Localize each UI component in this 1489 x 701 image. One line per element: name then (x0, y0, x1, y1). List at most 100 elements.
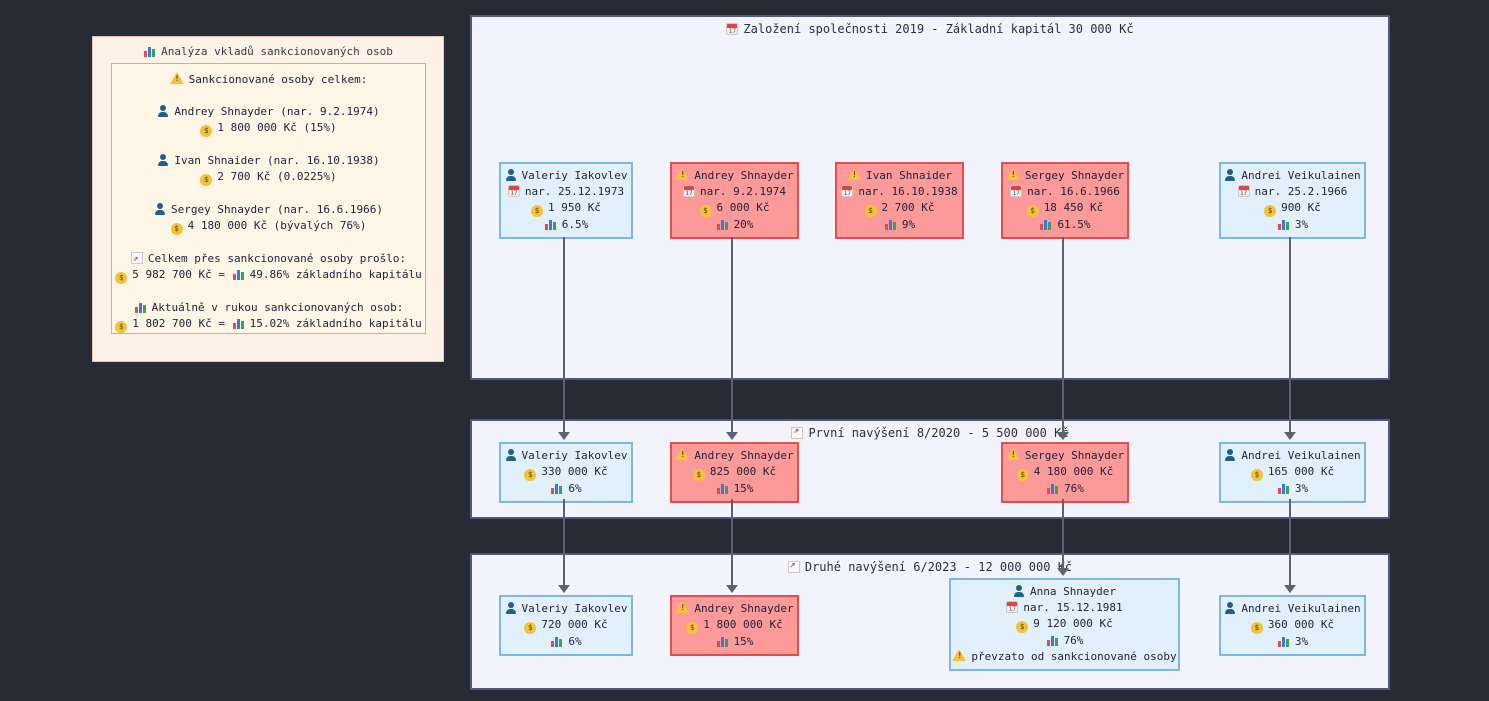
analysis-panel-title: Analýza vkladů sankcionovaných osob (93, 45, 443, 58)
money-bag-icon (524, 622, 537, 634)
shareholder-card-sergey-2: Sergey Shnayder 4 180 000 Kč 76% (1001, 442, 1129, 503)
section-founding-2019: Založení společnosti 2019 - Základní kap… (470, 15, 1390, 380)
amount-line: 1 800 000 Kč (15%) (112, 120, 425, 137)
deposit-amount: 2 700 Kč (881, 201, 935, 214)
money-bag-icon (1264, 205, 1277, 217)
ownership-percent: 3% (1294, 482, 1309, 495)
shareholder-name: Valeriy Iakovlev (521, 449, 628, 462)
money-bag-icon (1250, 469, 1263, 481)
flow-arrow-valeriy-s1-s2 (558, 237, 570, 440)
birth-date: nar. 16.10.1938 (858, 185, 958, 198)
person-line: Ivan Shnaider (nar. 16.10.1938) (112, 153, 425, 169)
shareholder-card-valeriy-1: Valeriy Iakovlev nar. 25.12.1973 1 950 K… (499, 162, 633, 239)
bar-chart-icon (550, 636, 564, 647)
currently-held-label: Aktuálně v rukou sankcionovaných osob: (112, 300, 425, 316)
deposit-amount: 330 000 Kč (541, 465, 608, 478)
shareholder-card-valeriy-2: Valeriy Iakovlev 330 000 Kč 6% (499, 442, 633, 503)
ownership-percent: 76% (1064, 482, 1084, 495)
bar-chart-icon (1039, 219, 1053, 230)
shareholder-card-andrey-1: Andrey Shnayder nar. 9.2.1974 6 000 Kč 2… (670, 162, 799, 239)
money-bag-icon (1250, 622, 1263, 634)
summary-header: Sankcionované osoby celkem: (112, 72, 425, 88)
money-bag-icon (115, 272, 128, 284)
birth-date: nar. 9.2.1974 (699, 185, 787, 198)
calendar-icon (726, 23, 739, 35)
shareholder-name: Valeriy Iakovlev (521, 169, 628, 182)
calendar-icon (682, 185, 695, 197)
calendar-icon (1010, 185, 1023, 197)
money-bag-icon (692, 469, 705, 481)
money-bag-icon (1016, 469, 1029, 481)
currently-held-summary: Aktuálně v rukou sankcionovaných osob: 1… (112, 300, 425, 333)
ownership-percent: 15% (733, 482, 754, 495)
ownership-percent: 6% (568, 482, 582, 495)
flow-arrow-andrei-s2-s3 (1284, 499, 1296, 593)
shareholder-card-andrei-3: Andrei Veikulainen 360 000 Kč 3% (1219, 595, 1366, 656)
person-line: Sergey Shnayder (nar. 16.6.1966) (112, 202, 425, 218)
deposit-amount: 1 800 000 Kč (703, 618, 783, 631)
shareholder-name: Sergey Shnayder (1024, 449, 1125, 462)
warning-icon (1005, 168, 1020, 180)
calendar-icon (841, 185, 854, 197)
analysis-title-text: Analýza vkladů sankcionovaných osob (161, 45, 393, 58)
deposit-amount: 4 180 000 Kč (1033, 465, 1114, 478)
money-bag-icon (699, 205, 712, 217)
shareholder-card-ivan-1: Ivan Shnaider nar. 16.10.1938 2 700 Kč 9… (835, 162, 964, 239)
trend-chart-icon (130, 251, 143, 267)
shareholder-name: Andrei Veikulainen (1241, 602, 1361, 615)
deposit-amount: 6 000 Kč (716, 201, 770, 214)
bar-chart-icon (883, 219, 897, 230)
summary-header-text: Sankcionované osoby celkem: (188, 73, 368, 86)
currently-held-label-text: Aktuálně v rukou sankcionovaných osob: (151, 301, 404, 314)
person-amount: 2 700 Kč (0.0225%) (217, 170, 337, 183)
ownership-percent: 15% (733, 635, 754, 648)
money-bag-icon (200, 174, 213, 186)
person-icon (1224, 169, 1236, 181)
shareholder-name: Andrei Veikulainen (1241, 449, 1361, 462)
section-second-increase-2023: Druhé navýšení 6/2023 - 12 000 000 Kč Va… (470, 553, 1390, 690)
total-through-percent: 49.86% základního kapitálu (249, 268, 422, 281)
person-name: Andrey Shnayder (nar. 9.2.1974) (174, 105, 380, 118)
shareholder-name: Ivan Shnaider (865, 169, 953, 182)
money-bag-icon (200, 125, 213, 137)
deposit-amount: 900 Kč (1281, 201, 1321, 214)
shareholder-card-valeriy-3: Valeriy Iakovlev 720 000 Kč 6% (499, 595, 633, 656)
trend-chart-icon (787, 560, 800, 573)
flow-arrow-andrey-s1-s2 (726, 237, 738, 440)
money-bag-icon (115, 321, 128, 333)
person-icon (157, 105, 169, 117)
total-through-label-text: Celkem přes sankcionované osoby prošlo: (147, 252, 407, 265)
bar-chart-icon (715, 483, 729, 494)
bar-chart-icon (550, 483, 564, 494)
bar-chart-icon (715, 636, 729, 647)
money-bag-icon (1016, 621, 1029, 633)
warning-icon (675, 448, 690, 460)
ownership-percent: 6% (568, 635, 582, 648)
person-name: Sergey Shnayder (nar. 16.6.1966) (171, 203, 383, 216)
money-bag-icon (864, 205, 877, 217)
transfer-note: převzato od sankcionované osoby (971, 650, 1177, 663)
amount-line: 4 180 000 Kč (bývalých 76%) (112, 218, 425, 235)
person-icon (1013, 585, 1025, 597)
money-bag-icon (1026, 205, 1039, 217)
total-through-label: Celkem přes sankcionované osoby prošlo: (112, 251, 425, 267)
trend-chart-icon (791, 426, 804, 439)
person-icon (505, 169, 517, 181)
bar-chart-icon (1045, 635, 1059, 646)
deposit-amount: 1 950 Kč (548, 201, 601, 214)
bar-chart-icon (231, 318, 245, 329)
currently-held-amount: 1 802 700 Kč = (132, 317, 225, 330)
deposit-amount: 720 000 Kč (541, 618, 608, 631)
bar-chart-icon (143, 46, 157, 57)
shareholder-name: Andrey Shnayder (694, 449, 794, 462)
deposit-amount: 9 120 000 Kč (1033, 617, 1113, 630)
shareholder-card-andrey-2: Andrey Shnayder 825 000 Kč 15% (670, 442, 799, 503)
bar-chart-icon (1276, 219, 1290, 230)
person-icon (505, 449, 517, 461)
bar-chart-icon (133, 302, 147, 313)
ownership-percent: 6.5% (561, 218, 589, 231)
section-title-text: Založení společnosti 2019 - Základní kap… (743, 22, 1134, 36)
amount-line: 2 700 Kč (0.0225%) (112, 169, 425, 186)
flow-arrow-sergey-to-anna (1057, 499, 1069, 576)
